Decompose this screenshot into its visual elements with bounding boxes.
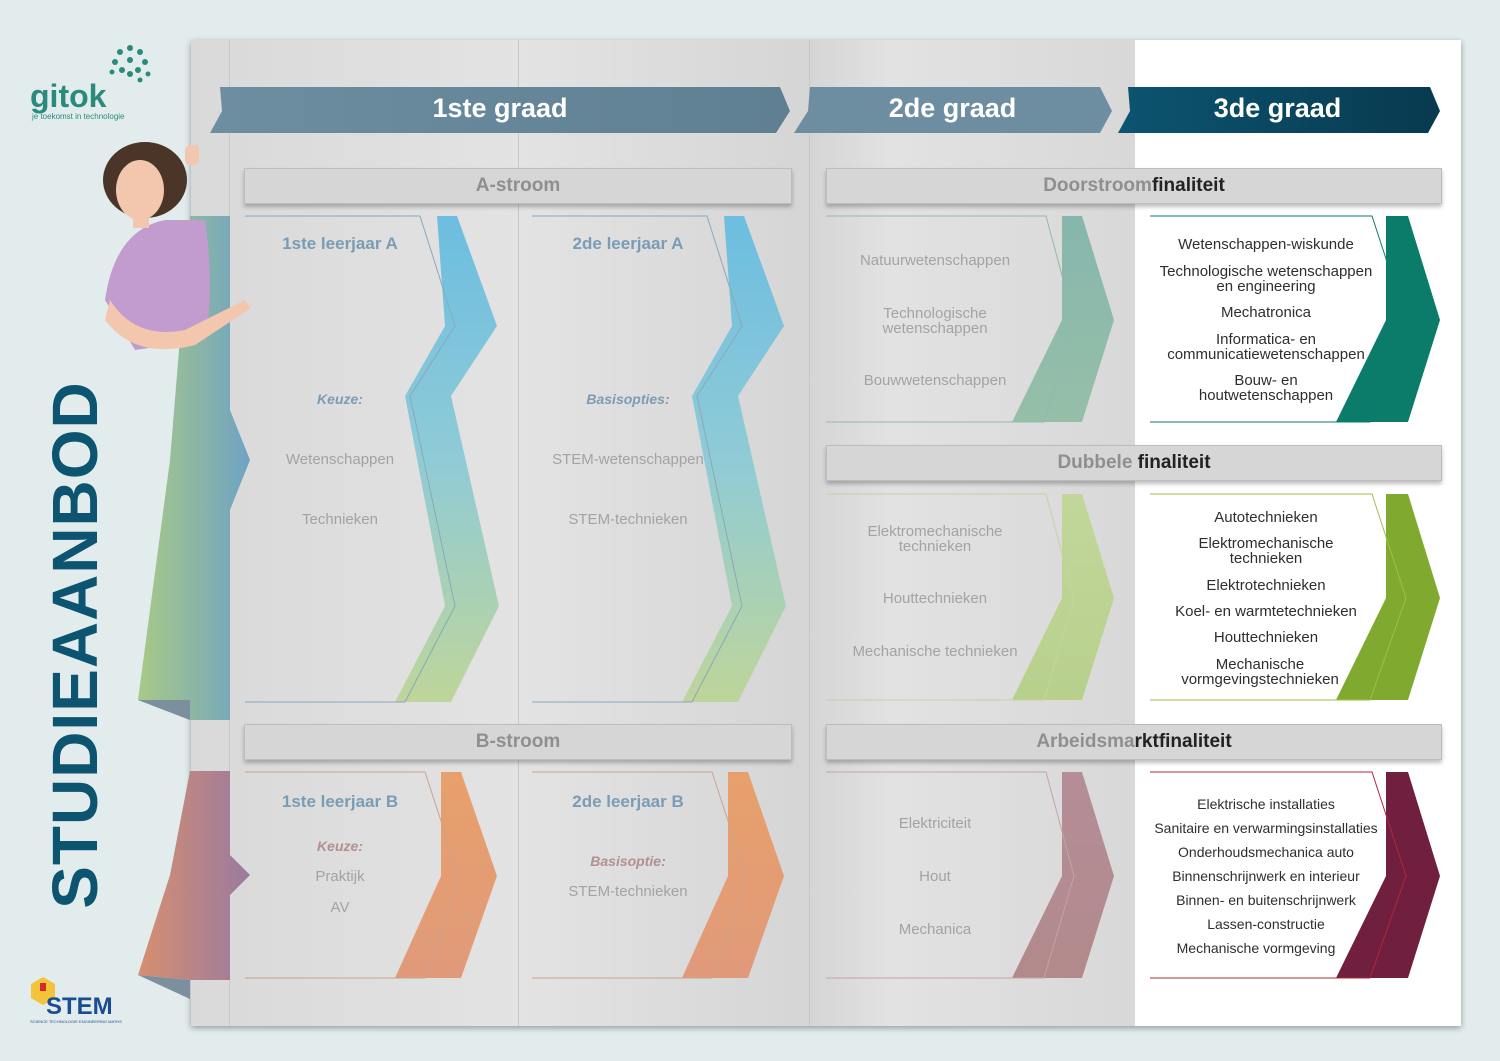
header-arrow-1	[210, 87, 790, 133]
chevron-2b	[532, 771, 784, 979]
item-3g-doorstroom: Technologische wetenschappen en engineer…	[1159, 263, 1373, 295]
item-3g-dubbele: Elektrotechnieken	[1206, 577, 1326, 594]
header-1ste-graad: 1ste graad	[432, 93, 568, 123]
item-2g-dubbele: Houttechnieken	[882, 590, 988, 607]
item-2g-arbeid: Mechanica	[898, 921, 972, 938]
item-3g-doorstroom: Mechatronica	[1220, 304, 1312, 321]
label-keuze-a: Keuze:	[317, 391, 363, 407]
item-3g-dubbele: Elektromechanische technieken	[1198, 535, 1334, 567]
bar-dubbele: Dubbele finaliteit	[826, 445, 1442, 481]
gitok-dots-icon	[109, 45, 151, 83]
title-2de-leerjaar-b: 2de leerjaar B	[572, 792, 684, 811]
item-3g-arbeid: Binnen- en buitenschrijnwerk	[1176, 892, 1356, 908]
chevron-2g-dubbele	[826, 493, 1114, 701]
chevron-2g-doorstroom	[826, 215, 1114, 423]
item-3g-arbeid: Mechanische vormgeving	[1176, 940, 1336, 956]
title-2de-leerjaar-a: 2de leerjaar A	[572, 234, 684, 253]
item-technieken: Technieken	[302, 511, 378, 528]
chevron-1a	[245, 215, 499, 703]
item-stem-wetenschappen: STEM-wetenschappen	[552, 451, 704, 468]
bar-arbeidsmarkt: Arbeidsmarktfinaliteit	[826, 724, 1442, 760]
item-3g-dubbele: Autotechnieken	[1214, 509, 1318, 526]
header-arrow-2	[794, 87, 1112, 133]
ribbon-a-stroom	[138, 216, 250, 720]
chevron-3g-dubbele	[1150, 493, 1440, 701]
item-2g-doorstroom: Technologische wetenschappen	[882, 305, 988, 337]
fold-line	[518, 40, 519, 1026]
label-basisopties: Basisopties:	[586, 391, 670, 407]
item-av: AV	[330, 899, 350, 916]
item-wetenschappen: Wetenschappen	[285, 451, 395, 468]
chevron-3g-doorstroom	[1150, 215, 1440, 423]
fold-line	[809, 40, 810, 1026]
gitok-wordmark: gitok	[30, 78, 107, 114]
gitok-tagline: je toekomst in technologie	[32, 112, 125, 121]
item-3g-dubbele: Houttechnieken	[1213, 629, 1319, 646]
item-3g-doorstroom: Informatica- en communicatiewetenschappe…	[1167, 331, 1365, 363]
bar-a-stroom: A-stroom	[244, 168, 792, 204]
label-keuze-b: Keuze:	[317, 838, 363, 854]
item-3g-arbeid: Lassen-constructie	[1207, 916, 1325, 932]
chevron-1b	[245, 771, 497, 979]
stem-tagline: SCIENCE TECHNOLOGIE ENGINEERING MATHS	[30, 1019, 122, 1024]
hexagon-icon	[31, 977, 55, 1005]
bar-b-stroom: B-stroom	[244, 724, 792, 760]
gitok-logo: gitok je toekomst in technologie	[30, 40, 170, 125]
item-2g-doorstroom: Bouwwetenschappen	[863, 372, 1007, 389]
item-3g-arbeid: Sanitaire en verwarmingsinstallaties	[1154, 820, 1378, 836]
grade-header-arrows	[210, 87, 1440, 133]
title-1ste-leerjaar-b: 1ste leerjaar B	[281, 792, 399, 811]
item-3g-dubbele: Koel- en warmtetechnieken	[1175, 603, 1357, 620]
header-2de-graad: 2de graad	[888, 93, 1017, 123]
item-stem-technieken: STEM-technieken	[568, 511, 688, 528]
woman-illustration-icon	[103, 142, 251, 350]
label-basisoptie: Basisoptie:	[590, 853, 666, 869]
item-2g-dubbele: Mechanische technieken	[852, 643, 1018, 660]
ribbon-b-stroom	[138, 771, 250, 999]
item-2g-dubbele: Elektromechanische technieken	[867, 523, 1003, 555]
header-arrow-3	[1118, 87, 1440, 133]
header-3de-graad: 3de graad	[1213, 93, 1342, 123]
title-1ste-leerjaar-a: 1ste leerjaar A	[282, 234, 398, 253]
stem-logo: STEM SCIENCE TECHNOLOGIE ENGINEERING MAT…	[28, 975, 138, 1025]
bar-doorstroom: Doorstroomfinaliteit	[826, 168, 1442, 204]
item-praktijk: Praktijk	[315, 868, 365, 885]
chevron-3g-arbeid	[1150, 771, 1440, 979]
item-3g-arbeid: Elektrische installaties	[1197, 796, 1335, 812]
item-2g-doorstroom: Natuurwetenschappen	[859, 252, 1011, 269]
item-3g-arbeid: Binnenschrijnwerk en interieur	[1172, 868, 1360, 884]
item-stem-technieken-b: STEM-technieken	[568, 883, 688, 900]
side-title: STUDIEAANBOD	[39, 381, 111, 909]
item-3g-dubbele: Mechanische vormgevingstechnieken	[1181, 656, 1339, 688]
chevron-2a	[532, 215, 786, 703]
item-2g-arbeid: Hout	[919, 868, 951, 885]
chevron-2g-arbeid	[826, 771, 1114, 979]
item-3g-doorstroom: Bouw- en houtwetenschappen	[1198, 372, 1334, 404]
item-2g-arbeid: Elektriciteit	[898, 815, 972, 832]
item-3g-arbeid: Onderhoudsmechanica auto	[1178, 844, 1354, 860]
item-3g-doorstroom: Wetenschappen-wiskunde	[1178, 236, 1354, 253]
stem-wordmark: STEM	[46, 993, 113, 1020]
poster-board	[191, 40, 1461, 1026]
